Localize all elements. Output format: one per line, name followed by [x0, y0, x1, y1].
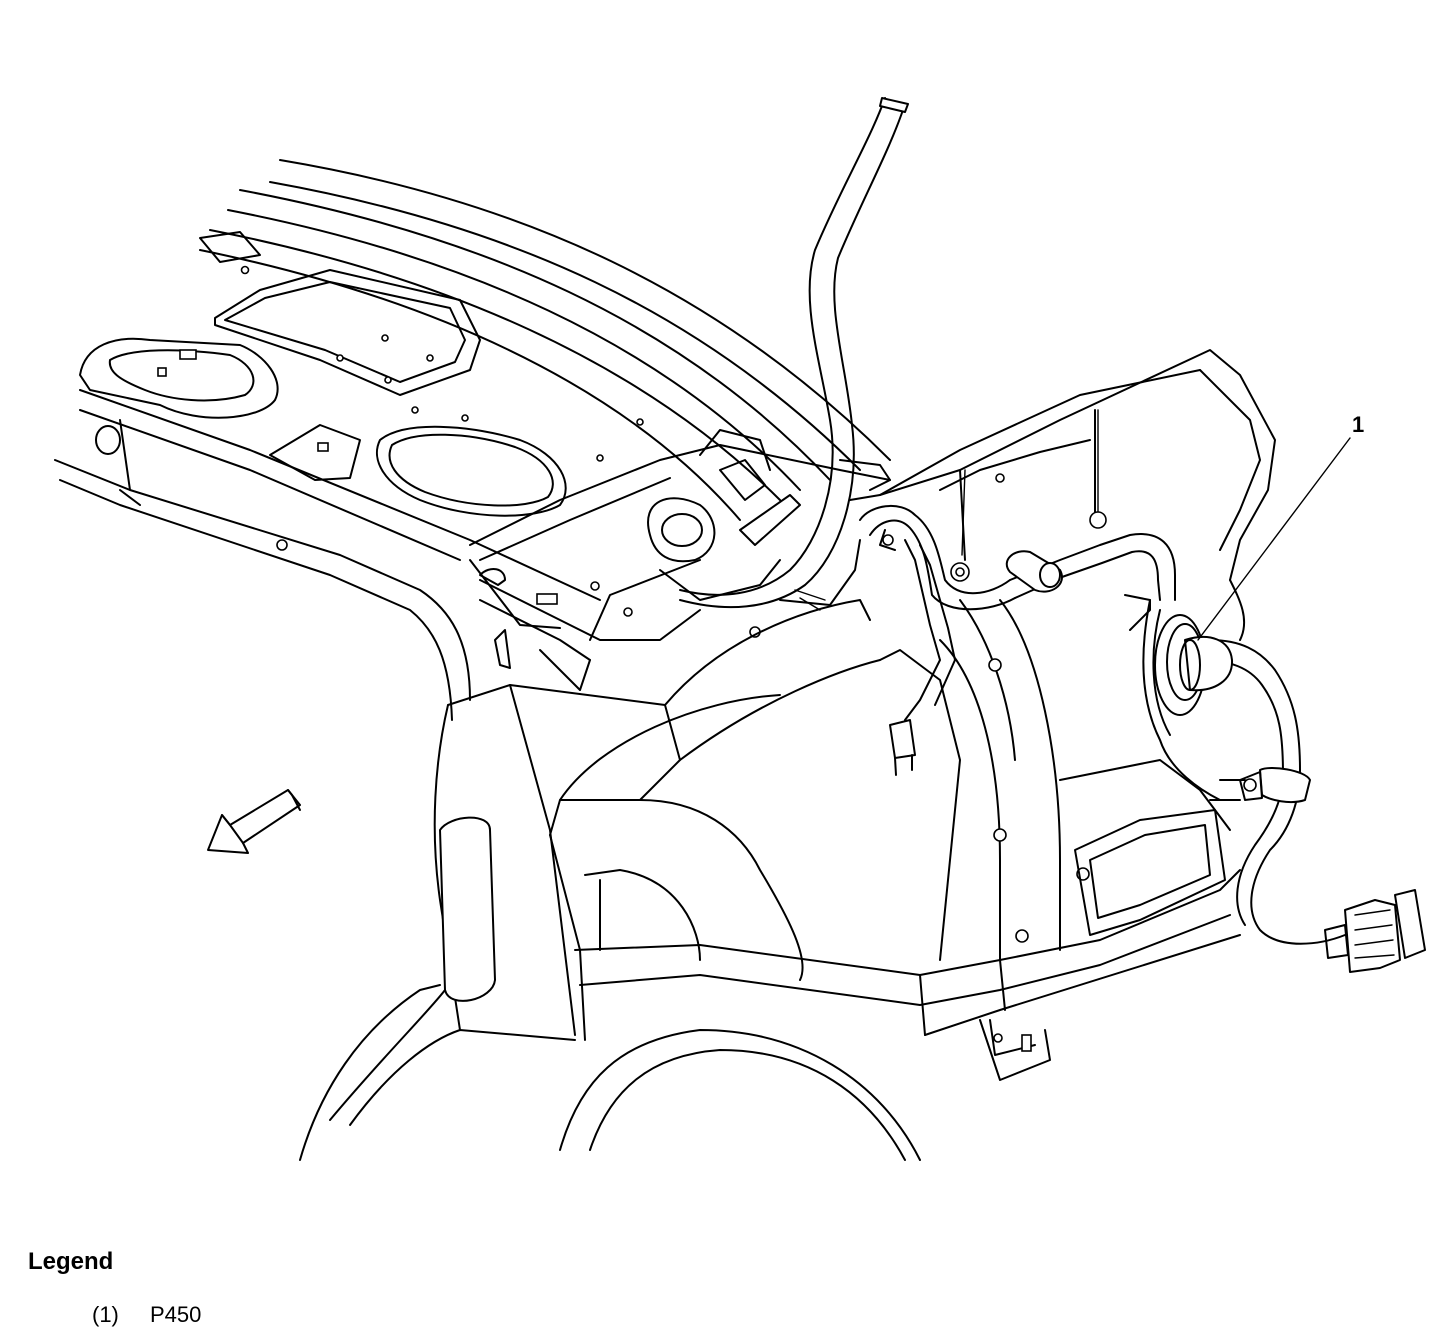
- callout-1: 1: [1197, 412, 1364, 641]
- legend-list: (1) P450: [92, 1300, 201, 1330]
- lower-body: [299, 984, 1051, 1161]
- legend-title: Legend: [28, 1248, 114, 1275]
- deck-openings: [79, 231, 644, 551]
- quarter-panel: [849, 349, 1276, 801]
- rear-deck-panel: [54, 159, 891, 721]
- arrow-left-icon: [207, 789, 301, 854]
- callout-1-label: 1: [1352, 412, 1364, 437]
- wiring-harness: [859, 409, 1346, 945]
- grommet-p450: [1154, 614, 1234, 716]
- legend-item: (1) P450: [92, 1300, 201, 1330]
- deck-lower-structure: [469, 444, 891, 691]
- fuel-pocket: [647, 429, 891, 601]
- antenna-cable: [679, 97, 909, 611]
- legend-item-number: (1): [92, 1302, 119, 1327]
- wiring-diagram: 1: [54, 97, 1426, 1161]
- wheelhouse: [433, 599, 1241, 1041]
- harness-connector: [1324, 889, 1426, 973]
- legend-item-label: P450: [150, 1302, 202, 1327]
